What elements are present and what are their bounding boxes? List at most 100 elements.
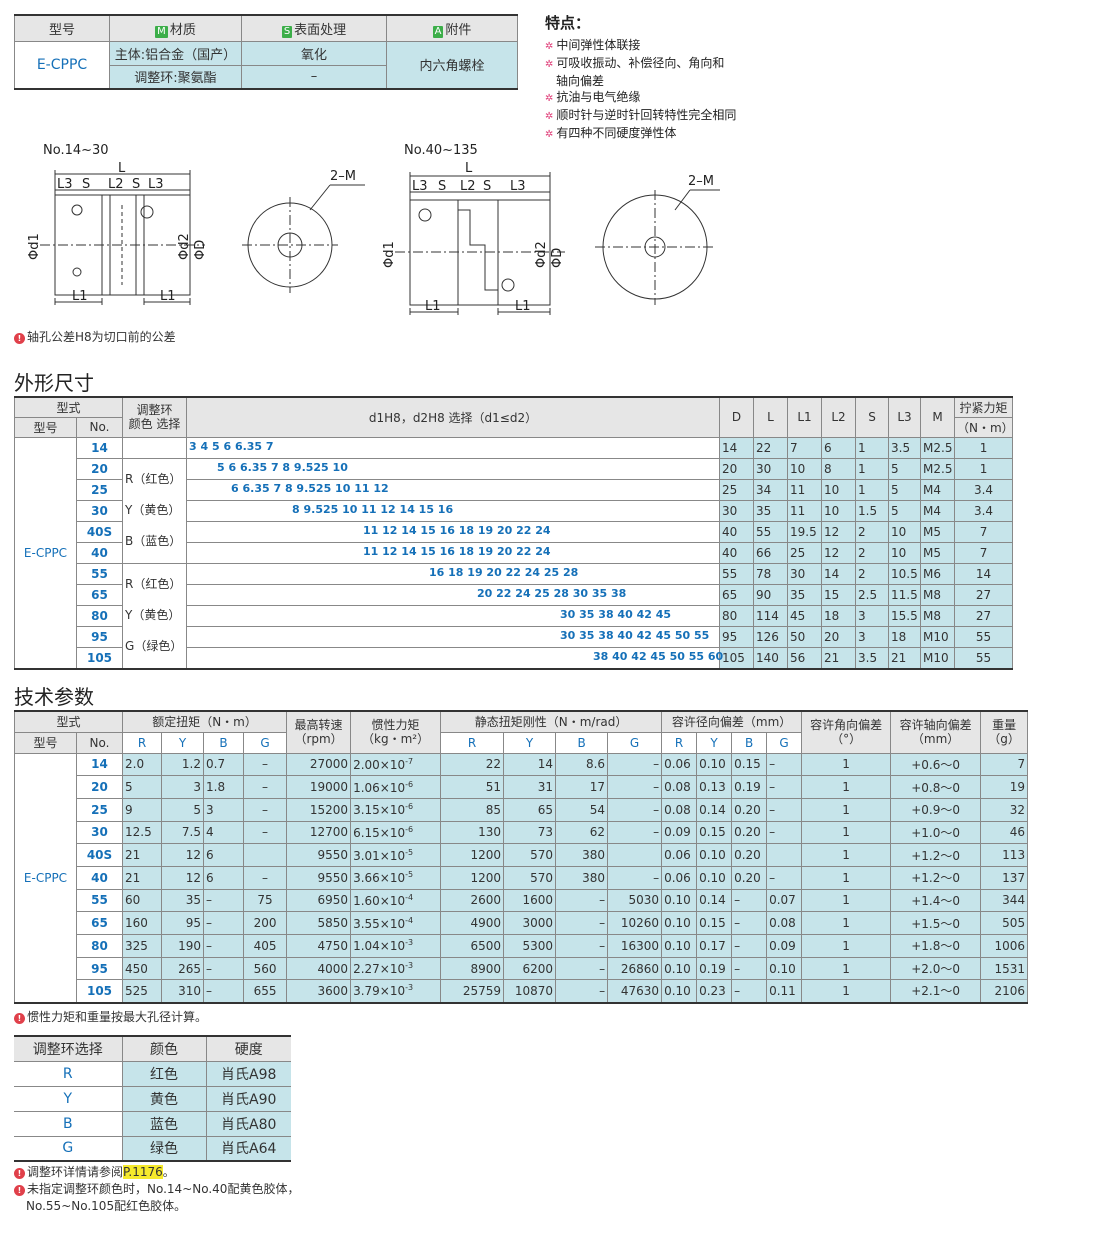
bore-list: 30 35 38 40 42 45 bbox=[560, 607, 672, 621]
material-ring: 调整环:聚氨酯 bbox=[109, 64, 242, 90]
accessory-tag: A bbox=[432, 25, 444, 38]
dimension-table: 型式 调整环颜色 选择 d1H8，d2H8 选择（d1≤d2） D L L1 L… bbox=[13, 396, 1014, 670]
feature-item: 轴向偏差 bbox=[556, 74, 605, 88]
surface-ring: – bbox=[241, 64, 387, 90]
svg-text:L1: L1 bbox=[72, 289, 88, 304]
warning-icon: ! bbox=[14, 1185, 25, 1196]
dim-no: 95 bbox=[75, 625, 124, 648]
bore-list: 5 6 6.35 7 8 9.525 10 bbox=[217, 460, 348, 474]
svg-text:L1: L1 bbox=[515, 299, 531, 314]
dim-no: 105 bbox=[75, 646, 124, 669]
star-icon: ✲ bbox=[545, 59, 554, 70]
bore-list: 3 4 5 6 6.35 7 bbox=[189, 439, 274, 453]
dim-no: 14 bbox=[75, 436, 124, 459]
dim-model: E-CPPC bbox=[14, 436, 77, 669]
svg-text:L2: L2 bbox=[460, 179, 476, 194]
warning-icon: ! bbox=[14, 1013, 25, 1024]
svg-text:ΦD: ΦD bbox=[550, 248, 565, 268]
svg-text:L1: L1 bbox=[425, 299, 441, 314]
material-body: 主体:铝合金（国产） bbox=[109, 40, 242, 66]
bore-list: 20 22 24 25 28 30 35 38 bbox=[477, 586, 627, 600]
dim-no: 65 bbox=[75, 583, 124, 606]
drawing-label-small: No.14~30 bbox=[43, 143, 109, 158]
notes-bottom: !调整环详情请参阅P.1176。 !未指定调整环颜色时，No.14~No.40配… bbox=[14, 1164, 299, 1215]
svg-text:L3: L3 bbox=[412, 179, 428, 194]
dim-no: 55 bbox=[75, 562, 124, 585]
screw-hole bbox=[71, 204, 83, 216]
dim-no: 30 bbox=[75, 499, 124, 522]
features-list: 特点： ✲中间弹性体联接 ✲可吸收振动、补偿径向、角向和 轴向偏差 ✲抗油与电气… bbox=[545, 12, 736, 143]
surface-body: 氧化 bbox=[241, 40, 387, 66]
dim-section-title: 外形尺寸 bbox=[14, 371, 94, 395]
svg-text:ΦD: ΦD bbox=[193, 240, 208, 260]
bore-list: 11 12 14 15 16 18 19 20 22 24 bbox=[363, 544, 551, 558]
svg-text:L3: L3 bbox=[510, 179, 526, 194]
svg-text:S: S bbox=[82, 177, 90, 192]
bore-list: 16 18 19 20 22 24 25 28 bbox=[429, 565, 579, 579]
svg-text:2–M: 2–M bbox=[688, 174, 714, 189]
svg-text:S: S bbox=[483, 179, 491, 194]
svg-text:S: S bbox=[438, 179, 446, 194]
dim-no: 25 bbox=[75, 478, 124, 501]
drawing-label-large: No.40~135 bbox=[404, 143, 478, 158]
feature-item: ✲有四种不同硬度弹性体 bbox=[545, 126, 677, 140]
warning-icon: ! bbox=[14, 1168, 25, 1179]
svg-text:L2: L2 bbox=[108, 177, 124, 192]
tech-table: 型式 额定扭矩（N・m） 最高转速（rpm） 惯性力矩（kg・m²） 静态扭矩刚… bbox=[13, 710, 1029, 1004]
note-inertia: !惯性力矩和重量按最大孔径计算。 bbox=[14, 1008, 207, 1025]
bore-list: 30 35 38 40 42 45 50 55 bbox=[560, 628, 710, 642]
bore-list: 38 40 42 45 50 55 60 bbox=[593, 649, 724, 663]
star-icon: ✲ bbox=[545, 129, 554, 140]
material-tag: M bbox=[155, 25, 168, 38]
feature-item: ✲顺时针与逆时针回转特性完全相同 bbox=[545, 108, 737, 122]
warning-icon: ! bbox=[14, 333, 25, 344]
features-title: 特点： bbox=[545, 14, 591, 32]
star-icon: ✲ bbox=[545, 41, 554, 52]
dim-no: 40S bbox=[75, 520, 124, 543]
svg-text:L3: L3 bbox=[57, 177, 73, 192]
star-icon: ✲ bbox=[545, 93, 554, 104]
page-ref-link[interactable]: P.1176 bbox=[123, 1165, 163, 1179]
dim-l-small: L bbox=[118, 161, 126, 176]
feature-item: ✲可吸收振动、补偿径向、角向和 bbox=[545, 56, 725, 70]
svg-text:L3: L3 bbox=[148, 177, 164, 192]
tech-model: E-CPPC bbox=[14, 752, 77, 1004]
model-cell: E-CPPC bbox=[14, 40, 110, 90]
dim-no: 40 bbox=[75, 541, 124, 564]
accessory-cell: 内六角螺栓 bbox=[386, 40, 518, 90]
svg-text:Φd2: Φd2 bbox=[177, 233, 192, 260]
header-model: 型号 bbox=[14, 14, 110, 42]
dim-l-large: L bbox=[465, 161, 473, 176]
bore-list: 11 12 14 15 16 18 19 20 22 24 bbox=[363, 523, 551, 537]
bore-list: 8 9.525 10 11 12 14 15 16 bbox=[292, 502, 454, 516]
surface-tag: S bbox=[281, 25, 293, 38]
svg-text:S: S bbox=[132, 177, 140, 192]
feature-item: ✲中间弹性体联接 bbox=[545, 38, 641, 52]
coupling-drawings: L L3 S L2 S L3 L1 L1 Φd1 Φd2 ΦD 2–M L L3… bbox=[27, 161, 720, 315]
svg-text:L1: L1 bbox=[160, 289, 176, 304]
svg-text:Φd1: Φd1 bbox=[27, 233, 42, 260]
svg-text:Φd1: Φd1 bbox=[382, 241, 397, 268]
note-bore: !轴孔公差H8为切口前的公差 bbox=[14, 328, 176, 345]
